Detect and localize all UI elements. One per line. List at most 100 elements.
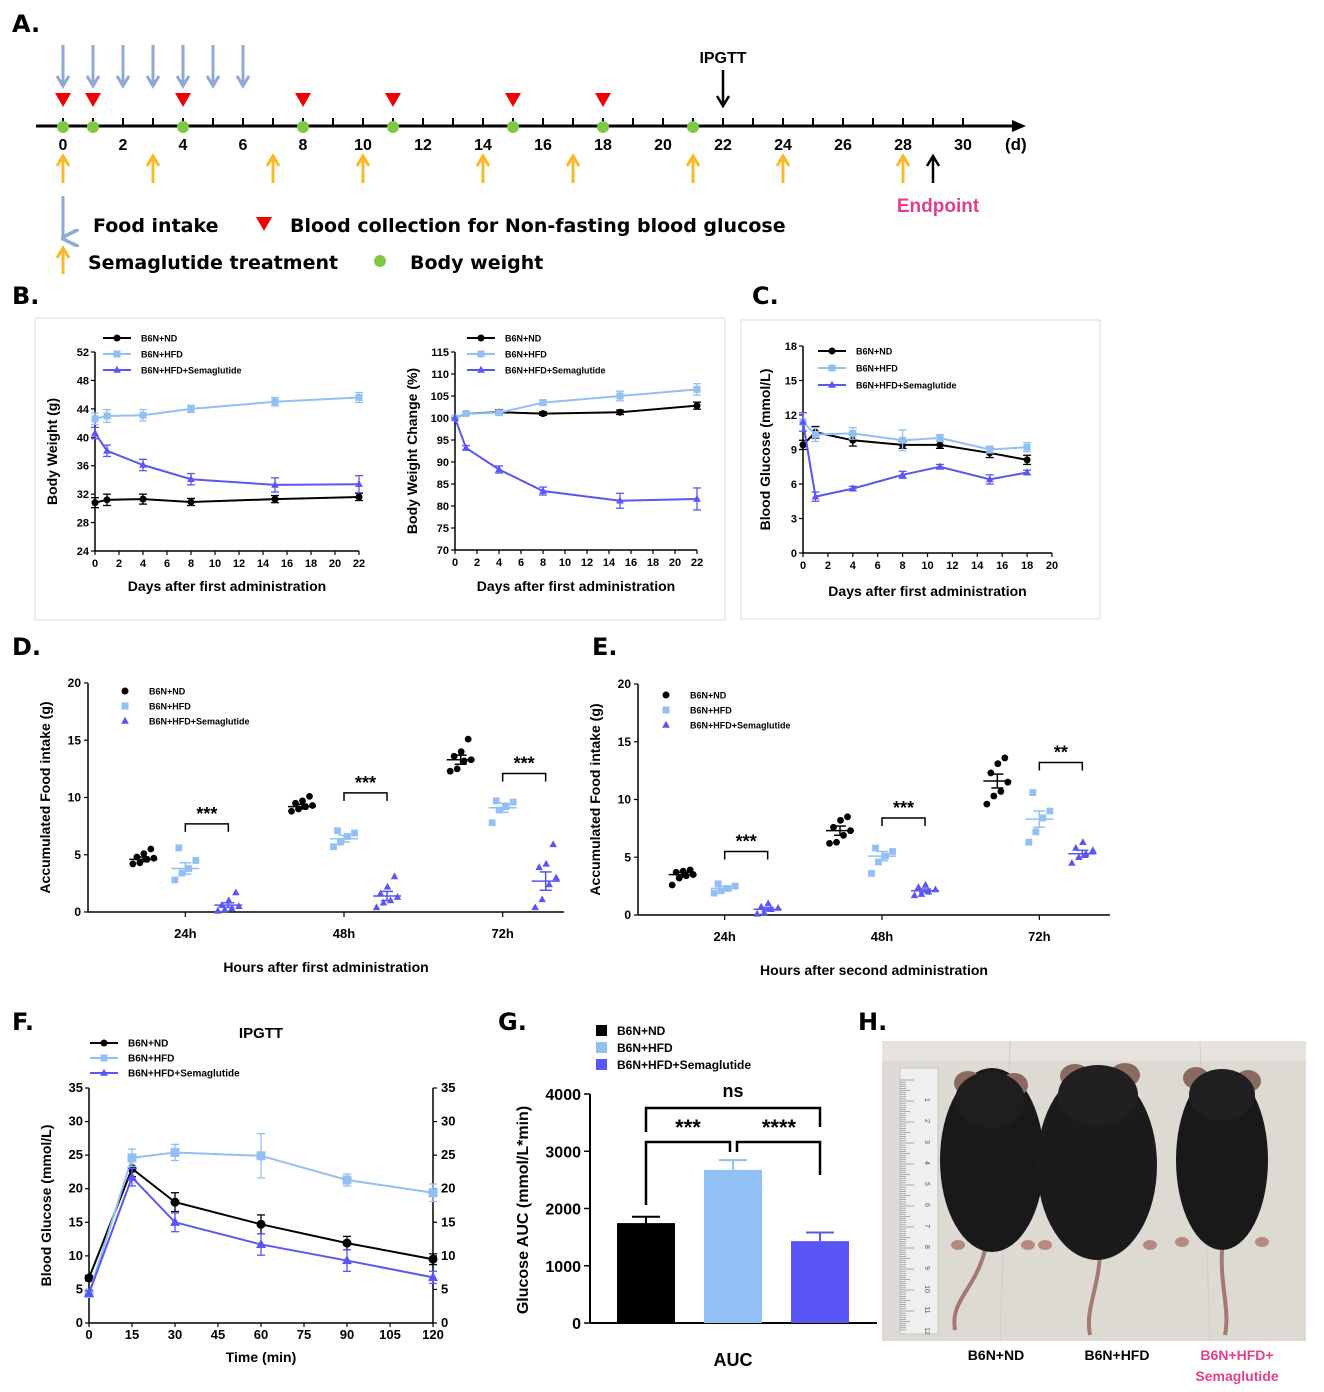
x-tick-label: 8 — [900, 560, 906, 572]
legend-marker-nd — [477, 334, 485, 342]
data-point-hfd — [731, 882, 739, 890]
x-tick-label: 4 — [496, 557, 503, 569]
blood-collection-marker — [505, 93, 521, 107]
photo-label-nd: B6N+ND — [968, 1347, 1024, 1363]
data-point-sema — [139, 460, 147, 468]
legend-label-nd: B6N+ND — [690, 691, 727, 701]
data-point-nd — [136, 859, 144, 867]
y-tick-label: 10 — [68, 791, 82, 805]
x-tick-label: 18 — [1021, 560, 1033, 572]
semaglutide-arrowhead — [475, 153, 491, 167]
mouse-sema — [1175, 1067, 1269, 1336]
semaglutide-arrowhead — [895, 153, 911, 167]
timeline-tick-label: 10 — [354, 137, 372, 154]
data-point-sema — [232, 888, 240, 896]
data-point-nd — [147, 845, 155, 853]
legend-marker-nd — [662, 691, 670, 699]
data-point-hfd — [714, 880, 722, 888]
body-weight-marker — [57, 121, 69, 133]
y-tick-label: 44 — [77, 404, 90, 416]
y-tick-label: 40 — [77, 432, 89, 444]
data-point-hfd — [539, 399, 547, 407]
y-tick-label: 4000 — [545, 1087, 581, 1104]
x-tick-label: 105 — [379, 1327, 401, 1342]
data-point-sema — [91, 428, 99, 436]
x-tick-label: 8 — [188, 558, 194, 570]
data-point-nd — [428, 1254, 438, 1264]
ruler-number: 6 — [923, 1203, 930, 1207]
body-weight-marker — [87, 121, 99, 133]
y-tick-label: 32 — [77, 489, 89, 501]
y-tick-label: 52 — [77, 347, 89, 359]
data-point-sema — [535, 863, 543, 871]
food-intake-arrowhead — [235, 75, 251, 89]
data-point-hfd — [488, 819, 496, 827]
ruler-number: 3 — [923, 1140, 930, 1144]
y-tick-label: 0 — [624, 908, 631, 922]
ruler-number: 8 — [923, 1245, 930, 1249]
y-tick-label: 1000 — [545, 1259, 581, 1276]
semaglutide-arrowhead — [265, 153, 281, 167]
x-tick-label: 14 — [971, 560, 984, 572]
legend-marker-hfd — [113, 350, 121, 358]
significance-label: *** — [355, 773, 376, 793]
data-point-hfd — [616, 392, 624, 400]
x-tick-label: 30 — [168, 1327, 182, 1342]
ruler-number: 7 — [923, 1224, 930, 1228]
data-point-sema — [256, 1239, 266, 1249]
data-point-hfd — [875, 858, 882, 866]
data-point-hfd — [1025, 838, 1033, 846]
y-tick-label-right: 30 — [441, 1114, 455, 1129]
data-point-hfd — [1029, 789, 1037, 796]
data-point-hfd — [187, 405, 195, 413]
data-point-hfd — [330, 843, 337, 851]
timeline-tick-label: 24 — [774, 137, 792, 154]
data-point-hfd — [127, 1153, 137, 1163]
legend-label-hfd: B6N+HFD — [856, 364, 898, 374]
x-tick-label: 15 — [125, 1327, 139, 1342]
data-point-sema — [616, 496, 624, 504]
blood-collection-marker — [85, 93, 101, 107]
data-point-sema — [799, 417, 807, 425]
legend-marker-nd — [113, 334, 121, 342]
data-point-nd — [288, 807, 295, 815]
data-point-sema — [910, 891, 919, 899]
series-line-sema — [88, 1175, 434, 1294]
blood-collection-marker — [295, 93, 311, 107]
y-tick-label-right: 15 — [441, 1214, 455, 1229]
mouse-hfd — [1037, 1063, 1157, 1336]
y-tick-label: 20 — [618, 677, 632, 691]
data-point-nd — [355, 493, 363, 501]
ruler-number: 9 — [923, 1266, 930, 1270]
data-point-hfd — [495, 806, 503, 814]
y-axis-label: Blood Glucose (mmol/L) — [757, 369, 773, 531]
legend-marker-sema — [662, 720, 670, 728]
legend-marker-nd — [828, 347, 836, 355]
data-point-sema — [383, 882, 392, 890]
data-point-hfd — [428, 1188, 438, 1198]
data-point-nd — [668, 881, 676, 889]
y-tick-label: 20 — [69, 1181, 83, 1196]
timeline-tick-label: 22 — [714, 137, 732, 154]
timeline-tick-label: 20 — [654, 137, 672, 154]
panel-label-c: C. — [752, 282, 779, 310]
legend-marker-nd — [121, 687, 129, 695]
legend-marker-sema — [100, 1068, 108, 1076]
data-point-nd — [453, 765, 461, 773]
y-tick-label: 0 — [74, 905, 81, 919]
y-tick-label: 35 — [69, 1080, 83, 1095]
y-tick-label: 0 — [791, 548, 797, 560]
legend-marker-nd — [100, 1039, 108, 1047]
panel-label-a: A. — [12, 10, 40, 38]
y-tick-label: 18 — [785, 341, 797, 353]
legend-marker-hfd — [662, 706, 670, 714]
data-point-hfd — [139, 411, 147, 419]
timeline-tick-label: 28 — [894, 137, 912, 154]
timeline-tick-label: 12 — [414, 137, 432, 154]
data-point-sema — [451, 413, 459, 421]
x-axis-label: AUC — [714, 1350, 753, 1370]
y-tick-label: 28 — [77, 518, 89, 530]
